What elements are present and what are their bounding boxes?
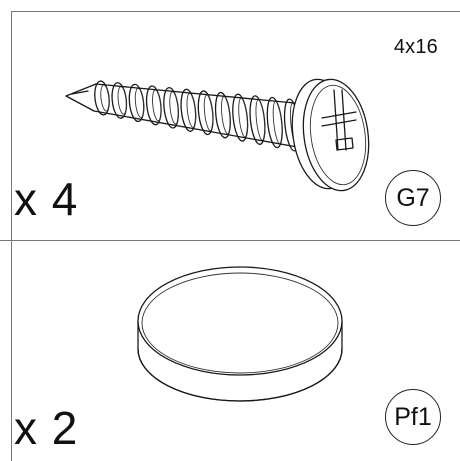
cap-quantity: x 2 [14, 402, 79, 454]
screw-part-code-badge: G7 [385, 170, 441, 226]
round-cap-icon [137, 266, 343, 402]
screw-quantity: x 4 [14, 173, 79, 225]
panel-divider [0, 240, 460, 241]
screw-size-label: 4x16 [393, 36, 438, 58]
part-panel-cap: x 2 Pf1 [0, 241, 460, 461]
screw-icon [65, 78, 370, 192]
part-panel-screw: 4x16 x 4 G7 [14, 36, 441, 226]
cap-part-code-badge: Pf1 [385, 389, 441, 445]
left-border [11, 11, 12, 461]
top-border [11, 11, 460, 12]
